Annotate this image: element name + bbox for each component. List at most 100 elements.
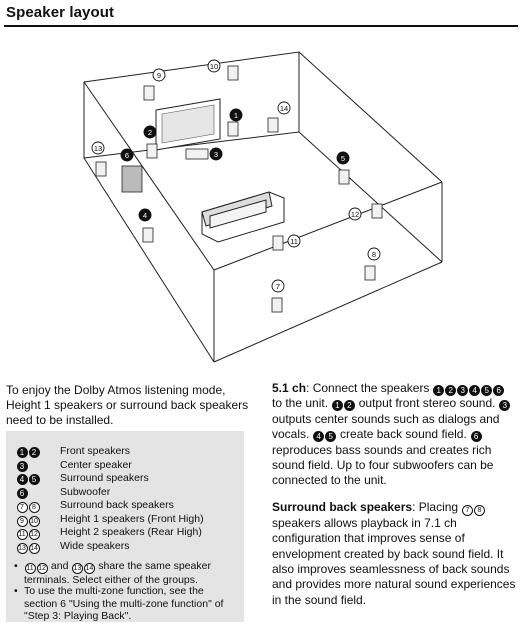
room-bottom (213, 261, 443, 363)
svg-text:2: 2 (148, 128, 152, 137)
svg-text:8: 8 (372, 250, 376, 259)
svg-text:12: 12 (351, 210, 359, 219)
legend-label: Height 1 speakers (Front High) (60, 512, 204, 525)
legend-label: Subwoofer (60, 485, 111, 498)
number-marker: 8 (28, 502, 40, 513)
legend-label: Center speaker (60, 458, 132, 471)
number-marker: 13 (71, 563, 83, 574)
number-marker: 1 (331, 400, 343, 412)
speaker-13-icon (95, 161, 107, 177)
number-marker: 14 (28, 542, 40, 554)
title-rule (4, 25, 518, 27)
svg-text:4: 4 (143, 211, 147, 220)
marker-2: 2 (143, 125, 157, 139)
number-marker: 4 (16, 474, 28, 485)
speaker-10-icon (227, 65, 239, 81)
number-marker: 2 (28, 447, 40, 458)
number-marker: 3 (457, 385, 469, 396)
svg-text:7: 7 (276, 282, 280, 291)
marker-1: 1 (229, 108, 243, 122)
page-title: Speaker layout (6, 4, 115, 21)
speaker-9-icon (143, 85, 155, 101)
number-marker: 2 (343, 400, 355, 412)
svg-text:11: 11 (290, 237, 298, 246)
speaker-11-icon (272, 235, 284, 251)
note-multizone: • To use the multi-zone function, see th… (14, 585, 238, 623)
number-marker: 13 (16, 542, 28, 554)
sofa-icon (201, 191, 285, 243)
number-marker: 9 (16, 515, 28, 527)
number-marker: 1 (16, 447, 28, 458)
svg-text:14: 14 (280, 104, 288, 113)
legend-numbers: 6 (16, 486, 46, 499)
marker-13: 13 (91, 141, 105, 155)
number-marker: 8 (473, 504, 485, 516)
svg-text:13: 13 (94, 144, 102, 153)
number-marker: 7 (16, 502, 28, 513)
speaker-5-icon (338, 169, 350, 185)
legend-row: 6 Subwoofer (16, 486, 110, 499)
speaker-1-icon (227, 121, 239, 137)
svg-text:10: 10 (210, 62, 218, 71)
legend-numbers: 3 (16, 459, 46, 472)
legend-box (6, 431, 244, 622)
marker-5: 5 (336, 151, 350, 165)
number-marker: 12 (36, 563, 48, 574)
number-marker: 2 (445, 385, 457, 396)
legend-label: Surround speakers (60, 472, 149, 484)
number-marker: 4 (469, 385, 481, 396)
speaker-8-icon (364, 265, 376, 281)
speaker-6-icon (121, 165, 143, 193)
bullet-icon: • (14, 560, 18, 572)
room-front-edge-left (83, 81, 215, 271)
marker-8: 8 (367, 247, 381, 261)
legend-label: Front speakers (60, 445, 131, 457)
marker-7: 7 (271, 279, 285, 293)
number-marker: 6 (16, 487, 28, 499)
marker-10: 10 (207, 59, 221, 73)
number-marker: 11 (16, 529, 28, 540)
number-marker: 6 (493, 385, 505, 396)
marker-12: 12 (348, 207, 362, 221)
svg-text:5: 5 (341, 154, 345, 163)
number-marker: 6 (470, 431, 482, 443)
speaker-7-icon (271, 297, 283, 313)
number-marker: 5 (325, 431, 337, 443)
svg-text:3: 3 (214, 150, 218, 159)
speaker-14-icon (267, 117, 279, 133)
marker-3: 3 (209, 147, 223, 161)
number-marker: 7 (461, 504, 473, 516)
tv-icon (155, 98, 221, 151)
marker-11: 11 (287, 234, 301, 248)
number-marker: 4 (313, 431, 325, 443)
number-marker: 3 (499, 400, 511, 412)
svg-text:6: 6 (125, 151, 129, 160)
number-marker: 14 (83, 563, 95, 574)
speaker-4-icon (142, 227, 154, 243)
intro-text: To enjoy the Dolby Atmos listening mode,… (6, 383, 249, 427)
number-marker: 10 (28, 515, 40, 527)
legend-label: Wide speakers (60, 539, 130, 552)
legend-row: 3 Center speaker (16, 459, 132, 472)
room-front-edge-top (213, 181, 443, 271)
legend-label: Height 2 speakers (Rear High) (60, 526, 202, 538)
speaker-2-icon (146, 143, 158, 159)
marker-6: 6 (120, 148, 134, 162)
note-2-text: To use the multi-zone function, see the … (24, 585, 224, 622)
number-marker: 3 (16, 460, 28, 472)
